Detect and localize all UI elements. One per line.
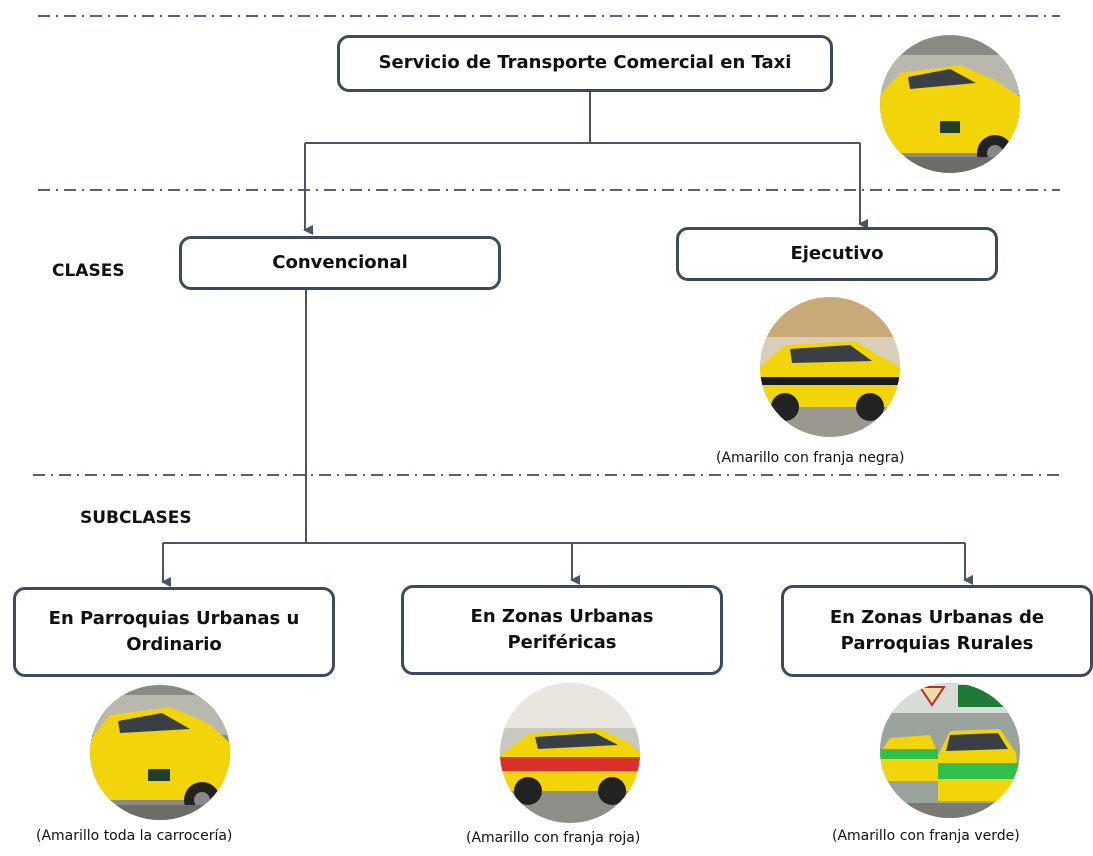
- caption-ejecutivo: (Amarillo con franja negra): [716, 450, 905, 466]
- caption-rurales: (Amarillo con franja verde): [832, 828, 1020, 844]
- taxi-photo-perifericas: [500, 683, 640, 823]
- title-box: Servicio de Transporte Comercial en Taxi: [337, 35, 833, 92]
- convencional-box: Convencional: [179, 236, 501, 290]
- subclase-ordinario-label: En Parroquias Urbanas u Ordinario: [48, 607, 300, 655]
- subclase-perifericas-box: En Zonas Urbanas Periféricas: [401, 585, 723, 675]
- taxi-photo-ejecutivo: [760, 297, 900, 437]
- ejecutivo-box: Ejecutivo: [676, 227, 998, 281]
- clases-label: CLASES: [52, 261, 125, 281]
- caption-perifericas: (Amarillo con franja roja): [466, 830, 641, 846]
- taxi-photo-rurales: [880, 683, 1020, 818]
- title-label: Servicio de Transporte Comercial en Taxi: [378, 52, 792, 74]
- subclases-label: SUBCLASES: [80, 508, 192, 528]
- taxi-photo-ordinario: [90, 685, 230, 820]
- ejecutivo-label: Ejecutivo: [790, 242, 884, 264]
- subclase-rurales-box: En Zonas Urbanas de Parroquias Rurales: [781, 585, 1093, 677]
- taxi-photo-title: [880, 35, 1020, 173]
- convencional-label: Convencional: [272, 251, 408, 273]
- subclase-ordinario-box: En Parroquias Urbanas u Ordinario: [13, 587, 335, 677]
- subclase-rurales-label: En Zonas Urbanas de Parroquias Rurales: [829, 606, 1045, 654]
- subclase-perifericas-label: En Zonas Urbanas Periféricas: [470, 605, 654, 653]
- caption-ordinario: (Amarillo toda la carrocería): [36, 828, 233, 844]
